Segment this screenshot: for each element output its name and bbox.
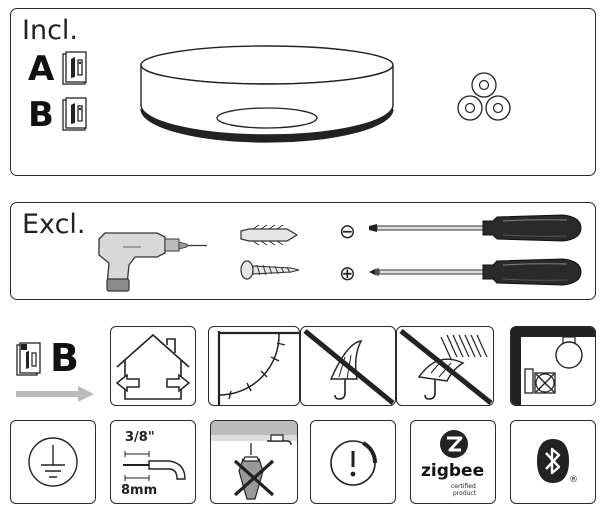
ceiling-mount-icon	[217, 331, 299, 405]
zigbee-logo-icon	[440, 430, 468, 458]
refer-manual-b: B	[14, 336, 98, 404]
zigbee-brand: zigbee	[421, 461, 485, 481]
house-arrows-icon	[115, 333, 191, 400]
arrow-right-icon	[16, 386, 94, 402]
no-rain-tile	[300, 326, 396, 406]
cable-strip-tile: 3/8" 8mm	[110, 420, 196, 504]
manual-b-label: B	[28, 95, 54, 135]
earth-ground-tile	[10, 420, 96, 504]
bluetooth-tile: ®	[510, 420, 596, 504]
zigbee-certified: certified	[451, 483, 476, 490]
no-covered-lamp-tile	[510, 326, 596, 406]
included-panel: Incl. A B	[10, 8, 596, 176]
manual-b-icon	[62, 97, 87, 131]
flathead-symbol: ⊖	[339, 219, 356, 243]
phillips-screwdriver-icon	[369, 258, 582, 286]
bluetooth-icon	[537, 439, 569, 483]
dimmable-tile	[310, 420, 396, 504]
strip-length-inch: 3/8"	[125, 430, 155, 445]
ceiling-mount-tile	[208, 326, 300, 406]
ceiling-lamp-illustration	[140, 45, 394, 143]
ground-symbol-icon	[28, 437, 78, 487]
bluetooth-registered: ®	[569, 475, 578, 485]
instructions-manual-b-label: B	[50, 336, 79, 380]
wall-plug-icon	[240, 224, 299, 246]
flathead-screwdriver-icon	[369, 214, 582, 242]
no-covered-lamp-icon	[511, 327, 595, 405]
no-wet-location-tile	[396, 326, 494, 406]
manual-a-icon	[62, 51, 87, 85]
excluded-panel: Excl. ⊖ ⊕	[10, 202, 596, 300]
washers-icon	[457, 72, 511, 121]
no-wet-location-icon	[399, 329, 493, 405]
no-direct-wiring-tile	[210, 420, 298, 504]
included-title: Incl.	[22, 15, 79, 46]
manual-a-label: A	[28, 49, 55, 89]
screw-icon	[240, 260, 300, 280]
zigbee-tile: zigbee certified product	[410, 420, 496, 504]
no-rain-icon	[303, 329, 395, 405]
indoor-use-tile	[110, 326, 196, 406]
zigbee-product: product	[453, 490, 477, 497]
phillips-symbol: ⊕	[339, 261, 356, 285]
dimmer-icon	[330, 440, 378, 486]
manual-b-small-icon	[16, 342, 41, 376]
stripped-wire-icon	[123, 451, 186, 481]
no-direct-wiring-icon	[211, 421, 297, 500]
excluded-title: Excl.	[22, 209, 86, 240]
drill-icon	[98, 232, 207, 292]
strip-length-mm: 8mm	[121, 483, 158, 498]
